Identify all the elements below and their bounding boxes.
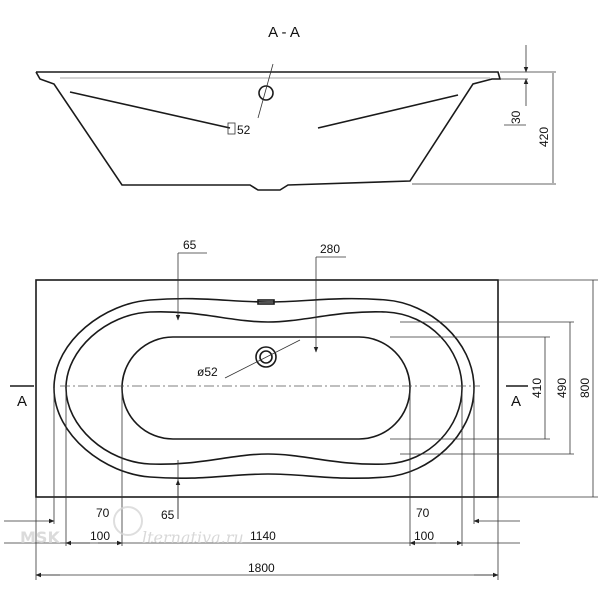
tub-basin	[121, 336, 411, 440]
dim-490-label: 490	[555, 378, 569, 398]
outlet-leader	[257, 63, 274, 119]
dim-30-label: 30	[509, 110, 523, 124]
section-tub-outline	[35, 71, 502, 191]
dim-65-top-label: 65	[183, 238, 197, 252]
dim-420-label: 420	[537, 127, 551, 147]
dim-410-label: 410	[530, 378, 544, 398]
section-inner-line-left	[69, 91, 231, 129]
dim-100-right-label: 100	[414, 529, 434, 543]
dim-1140-label: 1140	[250, 529, 276, 543]
plan-view: ø52 A A 65 280 410 490 800	[4, 238, 598, 580]
drain-label: ø52	[197, 365, 218, 379]
dim-100-left-label: 100	[90, 529, 110, 543]
dim-70-left-label: 70	[96, 506, 110, 520]
square-symbol	[227, 122, 236, 135]
watermark: MSK lternativa.ru	[20, 506, 244, 547]
watermark-a-icon	[113, 506, 143, 536]
section-marker-right: A	[511, 393, 521, 410]
tub-inner-rim	[65, 310, 463, 466]
drain-leader	[224, 339, 301, 379]
tub-outer-oval	[53, 297, 475, 479]
drain-outer	[255, 346, 277, 368]
section-marker-left: A	[17, 393, 27, 410]
dim-65-bottom-label: 65	[161, 508, 175, 522]
dim-1800-label: 1800	[248, 561, 275, 575]
tub-outer-rect	[35, 279, 499, 498]
section-view: A - A 52 30 420	[35, 24, 556, 191]
section-title: A - A	[268, 24, 300, 41]
section-inner-line-right	[317, 94, 459, 129]
watermark-brand-right: lternativa.ru	[142, 528, 244, 547]
overflow-slot	[257, 299, 275, 305]
dim-280-label: 280	[320, 242, 340, 256]
dim-70-right-label: 70	[416, 506, 430, 520]
drain-inner	[259, 350, 273, 364]
overflow-outlet	[258, 85, 274, 101]
outlet-label: 52	[237, 123, 251, 137]
watermark-brand-left: MSK	[20, 528, 60, 547]
dim-800-label: 800	[578, 378, 592, 398]
